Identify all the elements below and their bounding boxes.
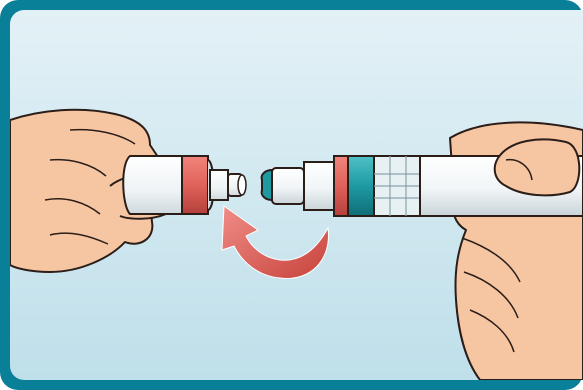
pen-assembly-illustration xyxy=(10,10,583,380)
illustration-panel xyxy=(10,10,583,380)
right-thumb-icon xyxy=(495,139,580,195)
curved-arrow-icon xyxy=(222,206,328,278)
pen-cap-icon xyxy=(123,156,246,214)
